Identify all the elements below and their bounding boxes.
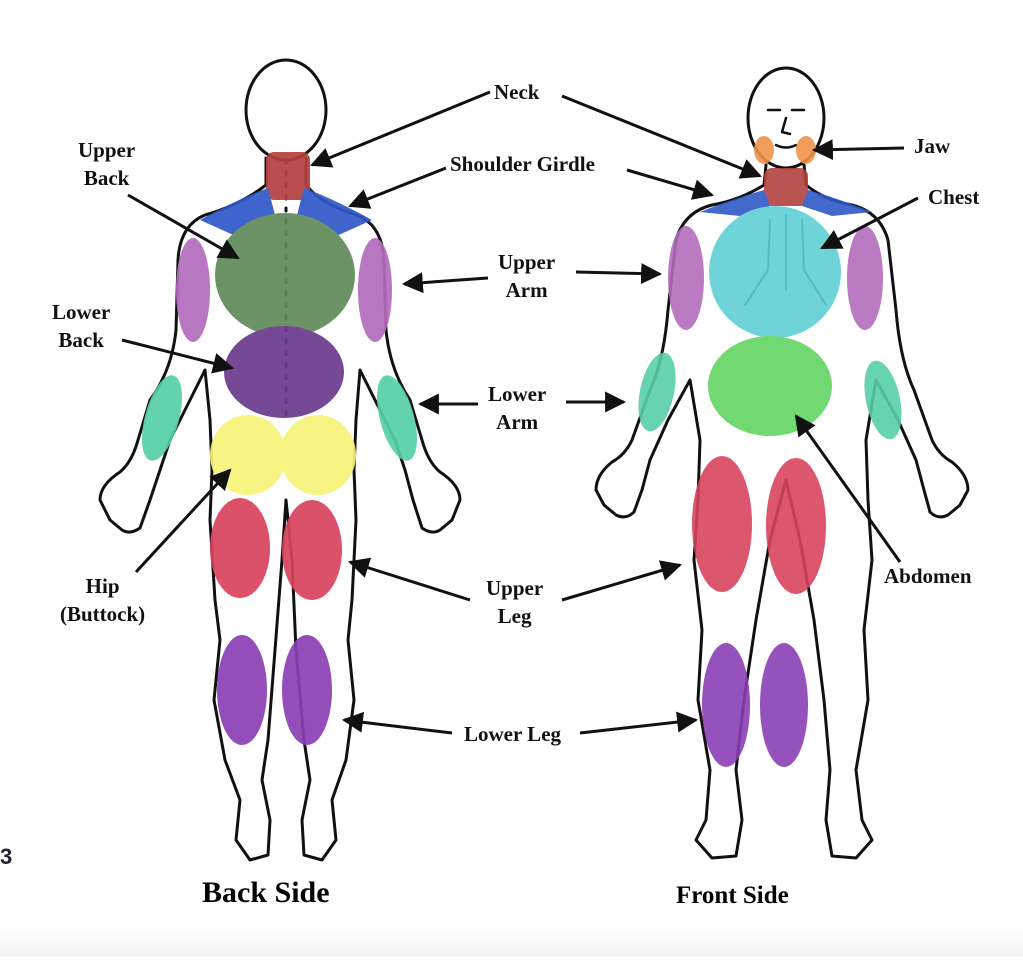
label-chest-text: Chest [928,185,980,209]
arrow-shoulder-back [348,166,447,209]
label-lower-leg: Lower Leg [464,720,561,748]
bottom-edge-shade [0,927,1023,957]
back-left-upper-leg-region [210,498,270,598]
arrow-neck-back [310,90,491,168]
arrow-upper-arm-back [401,272,489,294]
label-lower-back-line1: Lower [52,300,111,324]
front-chest-region [709,206,841,338]
back-torso-outline [98,156,462,862]
label-upper-arm-line1: Upper [498,250,556,274]
arrow-abdomen [794,414,902,563]
back-lower-back-region [224,326,344,418]
label-abdomen: Abdomen [884,562,972,590]
label-hip-line1: Hip [85,574,120,598]
label-shoulder-girdle-text: Shoulder Girdle [450,152,595,176]
front-right-upper-arm-region [847,226,883,330]
arrow-lower-back [121,338,235,374]
label-lower-arm: Lower Arm [488,380,546,436]
back-right-upper-leg-region [282,500,342,600]
pointer-arrows [121,90,919,735]
label-shoulder-girdle: Shoulder Girdle [450,150,595,178]
front-face [766,108,806,149]
label-upper-leg-line2: Leg [497,604,532,628]
caption-back-side: Back Side [202,876,330,909]
label-upper-leg-line1: Upper [486,576,544,600]
label-upper-back: Upper Back [78,136,135,192]
front-left-lower-arm-region [638,352,676,432]
label-upper-arm-line2: Arm [505,278,548,302]
front-right-lower-arm-region [864,360,902,440]
back-right-upper-arm-region [358,238,392,342]
label-lower-back: Lower Back [52,298,110,354]
arrow-lower-leg-back [341,711,453,735]
arrow-upper-arm-front [575,263,663,285]
back-right-hip-region [280,415,356,495]
front-left-lower-leg-region [702,643,750,767]
arrow-jaw [811,139,905,161]
label-jaw-text: Jaw [914,134,951,158]
back-left-hip-region [210,415,286,495]
front-left-upper-arm-region [668,226,704,330]
caption-front-side: Front Side [676,882,789,909]
front-shoulder-left-region [700,190,770,216]
label-hip-line2: (Buttock) [60,602,146,626]
back-right-lower-leg-region [282,635,332,745]
label-lower-arm-line1: Lower [488,382,547,406]
label-lower-back-line2: Back [58,328,104,352]
label-lower-leg-text: Lower Leg [464,722,562,746]
back-neck-region [266,152,310,200]
back-side-regions [142,152,417,745]
back-head-outline [244,58,328,162]
back-left-lower-leg-region [217,635,267,745]
front-neck-region [764,168,808,206]
arrow-lower-leg-front [579,711,699,735]
label-upper-back-line1: Upper [78,138,136,162]
arrow-upper-leg-front [561,560,683,602]
front-jaw-right-region [796,136,816,164]
front-jaw-left-region [754,136,774,164]
arrow-upper-leg-back [347,557,471,602]
arrow-upper-back [127,193,240,260]
front-right-lower-leg-region [760,643,808,767]
front-abdomen-region [708,336,832,436]
label-upper-back-line2: Back [83,166,130,190]
label-hip: Hip (Buttock) [60,572,145,628]
arrow-chest [820,196,919,250]
label-upper-leg: Upper Leg [486,574,543,630]
front-left-upper-leg-region [692,456,752,592]
arrow-neck-front [561,94,762,179]
label-lower-arm-line2: Arm [496,410,539,434]
label-abdomen-text: Abdomen [884,564,972,588]
label-chest: Chest [928,183,979,211]
edge-glyph: 3 [0,844,13,869]
back-right-lower-arm-region [377,375,417,461]
label-neck: Neck [494,78,540,106]
front-side-regions [638,136,902,767]
back-left-upper-arm-region [176,238,210,342]
label-neck-text: Neck [494,80,540,104]
back-upper-back-region [215,213,355,337]
arrow-shoulder-front [626,168,715,200]
arrow-hip [134,468,232,574]
label-upper-arm: Upper Arm [498,248,555,304]
front-right-upper-leg-region [766,458,826,594]
front-shoulder-right-region [802,190,872,216]
back-left-lower-arm-region [142,375,182,461]
label-jaw: Jaw [914,132,950,160]
